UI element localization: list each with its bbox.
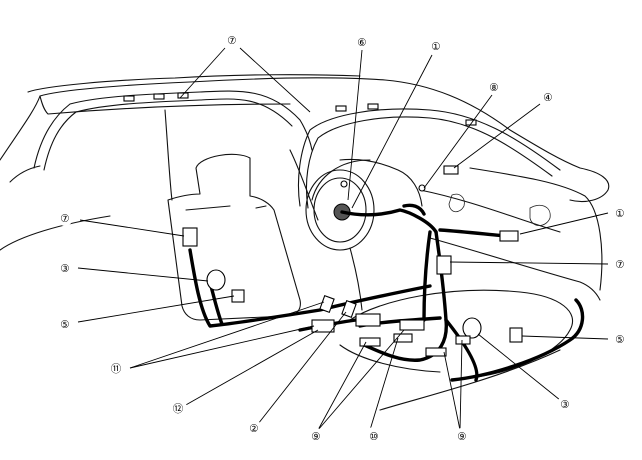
callout-11: ⑪ (107, 359, 125, 377)
callout-label: ⑫ (173, 403, 184, 415)
callout-9-left: ⑨ (308, 428, 324, 444)
callout-label: ④ (543, 92, 552, 104)
callout-8: ⑧ (486, 79, 502, 95)
callout-label: ② (249, 423, 258, 435)
callout-label: ⑥ (357, 37, 366, 49)
callout-3-left: ③ (57, 260, 73, 276)
callout-10: ⑩ (365, 427, 383, 445)
callout-7-roof: ⑦ (224, 32, 240, 48)
callout-label: ③ (560, 399, 569, 411)
callout-3-right: ③ (557, 396, 573, 412)
callouts: ⑦ ⑥ ① ⑧ ④ ⑦ ① ⑦ (57, 32, 628, 445)
callout-12: ⑫ (169, 399, 187, 417)
callout-label: ⑦ (227, 35, 236, 47)
callout-7-right: ⑦ (612, 256, 628, 272)
dashboard (305, 158, 426, 311)
callout-label: ⑪ (111, 363, 122, 375)
rear-seat (167, 153, 301, 321)
callout-1-right: ① (612, 205, 628, 221)
callout-9-right: ⑨ (454, 428, 470, 444)
components (182, 165, 523, 357)
callout-label: ① (431, 41, 440, 53)
callout-1-steering: ① (428, 38, 444, 54)
callout-label: ⑦ (60, 213, 69, 225)
callout-5-left: ⑤ (57, 316, 73, 332)
callout-label: ⑦ (615, 259, 624, 271)
callout-label: ③ (60, 263, 69, 275)
callout-label: ① (615, 208, 624, 220)
curtain-airbag-rails (33, 90, 561, 209)
callout-label: ⑨ (457, 431, 466, 443)
callout-label: ⑧ (489, 82, 498, 94)
callout-6: ⑥ (354, 34, 370, 50)
callout-4: ④ (540, 89, 556, 105)
callout-label: ⑤ (615, 334, 624, 346)
leader-lines (77, 47, 609, 431)
callout-label: ⑨ (311, 431, 320, 443)
callout-label: ⑩ (369, 431, 378, 443)
callout-label: ⑤ (60, 319, 69, 331)
callout-7-rear-left: ⑦ (57, 210, 73, 226)
callout-2: ② (246, 420, 262, 436)
vehicle-body-outline (0, 74, 610, 411)
callout-5-right: ⑤ (612, 331, 628, 347)
